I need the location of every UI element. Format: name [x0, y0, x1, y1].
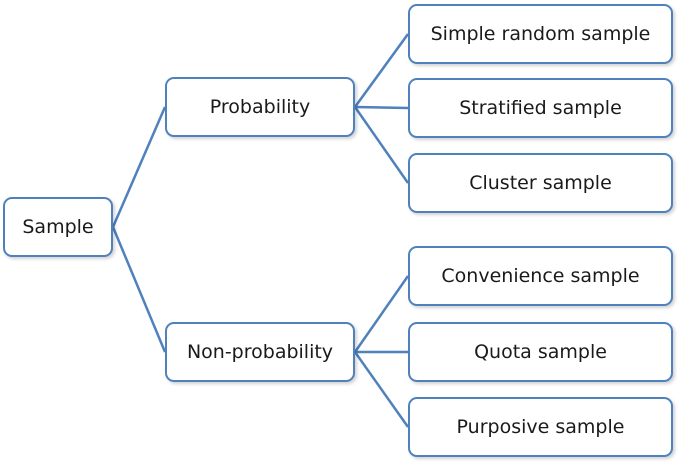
edge-probability-stratified [354, 105, 409, 110]
node-non-probability: Non-probability [165, 322, 355, 382]
edge-sample-non-probability [111, 226, 167, 353]
node-convenience-sample: Convenience sample [408, 246, 673, 306]
node-sample: Sample [3, 197, 113, 257]
node-quota-sample: Quota sample [408, 322, 673, 382]
node-stratified-sample: Stratified sample [408, 78, 673, 138]
node-simple-random-sample: Simple random sample [408, 4, 673, 64]
edge-probability-cluster [353, 106, 410, 184]
node-cluster-sample: Cluster sample [408, 153, 673, 213]
edge-non-probability-convenience [353, 275, 410, 353]
edge-sample-probability [111, 106, 167, 228]
node-probability: Probability [165, 77, 355, 137]
edge-non-probability-purposive [353, 351, 410, 428]
edge-probability-simple-random [353, 33, 410, 108]
node-purposive-sample: Purposive sample [408, 397, 673, 457]
